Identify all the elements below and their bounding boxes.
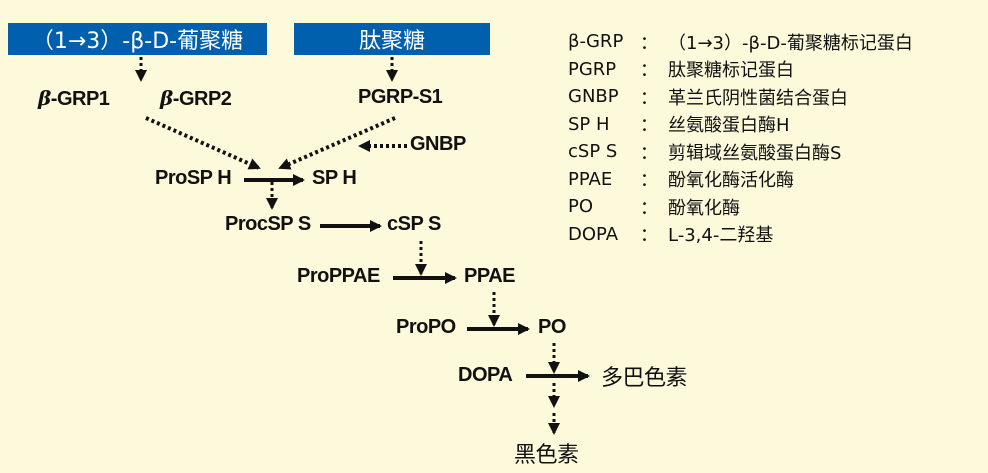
node-prosp-h: ProSP H xyxy=(155,167,232,189)
legend-row: GNBP：革兰氏阴性菌结合蛋白 xyxy=(568,86,848,109)
legend-row: DOPA：L-3,4-二羟基 xyxy=(568,223,774,247)
node-propo: ProPO xyxy=(396,316,456,338)
legend-row: PGRP：肽聚糖标记蛋白 xyxy=(568,58,794,82)
arrow-bgrp2-to-sph xyxy=(145,116,261,170)
legend-row: cSP S：剪辑域丝氨酸蛋白酶S xyxy=(568,141,842,164)
node-po: PO xyxy=(538,316,566,338)
arrow-pgrp-to-sph xyxy=(278,116,396,170)
glucan-source-box: （1→3）-β-D-葡聚糖 xyxy=(8,23,267,55)
node-ppae: PPAE xyxy=(464,265,515,287)
node-gnbp: GNBP xyxy=(410,133,466,155)
legend-row: SP H：丝氨酸蛋白酶H xyxy=(568,113,790,137)
node-pgrp-s1: PGRP-S1 xyxy=(358,86,443,108)
legend-row: PO：酚氧化酶 xyxy=(568,196,740,219)
peptidoglycan-source-box: 肽聚糖 xyxy=(294,23,490,55)
node-dopachrome: 多巴色素 xyxy=(601,366,688,391)
node-bgrp2: β-GRP2 xyxy=(160,86,232,110)
node-bgrp1: β-GRP1 xyxy=(38,86,110,110)
legend-row: β-GRP：（1→3）-β-D-葡聚糖标记蛋白 xyxy=(568,31,913,54)
node-procsp-s: ProcSP S xyxy=(225,213,311,235)
abbreviation-legend: β-GRP：（1→3）-β-D-葡聚糖标记蛋白 PGRP：肽聚糖标记蛋白 GNB… xyxy=(568,28,913,248)
glucan-label: （1→3）-β-D-葡聚糖 xyxy=(31,29,244,54)
node-csp-s: cSP S xyxy=(387,213,441,235)
node-sp-h: SP H xyxy=(312,167,357,189)
node-melanin: 黑色素 xyxy=(514,443,579,468)
node-dopa: DOPA xyxy=(458,364,513,386)
legend-row: PPAE：酚氧化酶活化酶 xyxy=(568,168,794,192)
peptidoglycan-label: 肽聚糖 xyxy=(358,29,425,54)
node-proppae: ProPPAE xyxy=(297,265,380,287)
